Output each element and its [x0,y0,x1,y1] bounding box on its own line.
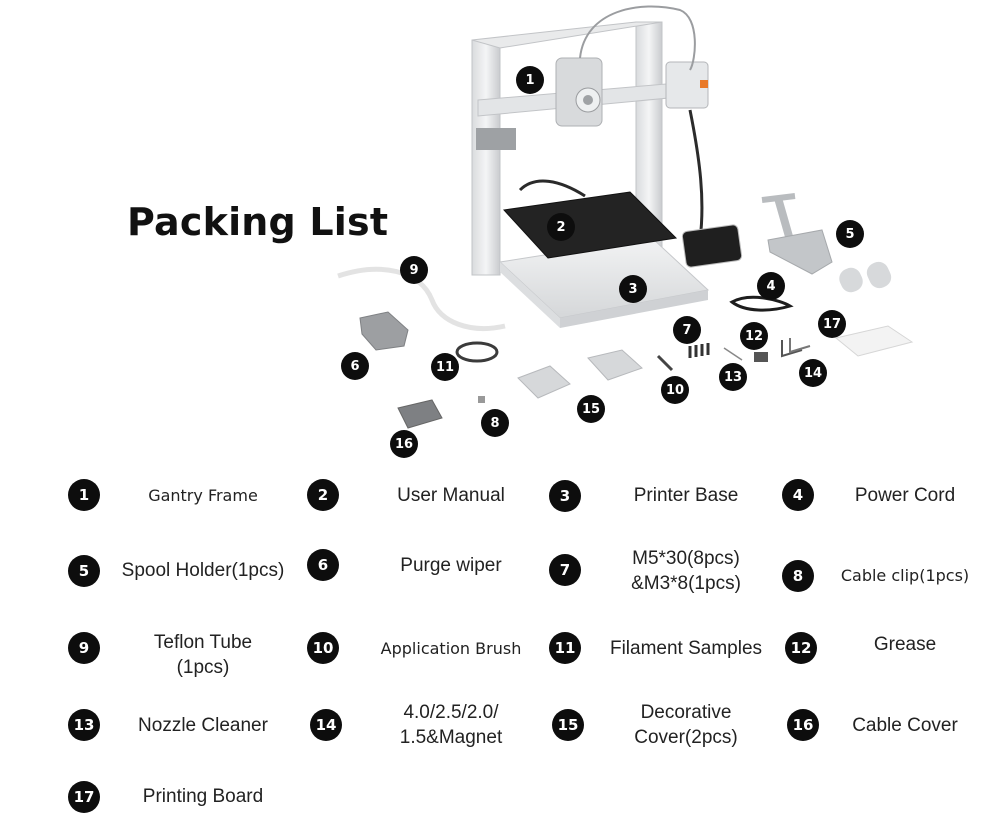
list-item-label-17: Printing Board [142,785,264,807]
list-item-label-4: Power Cord [854,484,956,506]
spool-holder [761,193,892,293]
hex-keys [781,338,811,358]
list-item-label-7: M5*30(8pcs) &M3*8(1pcs) [631,548,741,594]
cable-clip [478,396,485,403]
application-brush [656,354,674,372]
callout-1: 1 [516,66,544,94]
printer-base [498,179,743,328]
list-item-label-10: Application Brush [380,638,522,658]
list-badge-7: 7 [549,554,581,586]
purge-wiper [359,311,409,351]
list-item-label-15: Decorative Cover(2pcs) [634,702,738,748]
decorative-covers [517,349,643,399]
cable-cover [397,399,443,429]
list-badge-16: 16 [787,709,819,741]
grease [754,352,768,362]
list-badge-15: 15 [552,709,584,741]
teflon-tube [337,266,506,331]
page-title: Packing List [127,200,389,244]
filament-samples [455,341,499,363]
list-badge-5: 5 [68,555,100,587]
callout-8: 8 [481,409,509,437]
callout-17: 17 [818,310,846,338]
list-badge-14: 14 [310,709,342,741]
list-item-label-12: Grease [873,633,937,655]
list-badge-10: 10 [307,632,339,664]
callout-14: 14 [799,359,827,387]
callout-4: 4 [757,272,785,300]
callout-6: 6 [341,352,369,380]
list-item-label-13: Nozzle Cleaner [138,714,268,736]
callout-3: 3 [619,275,647,303]
list-badge-6: 6 [307,549,339,581]
list-badge-8: 8 [782,560,814,592]
list-item-label-2: User Manual [397,484,505,506]
screws [688,343,710,358]
list-badge-13: 13 [68,709,100,741]
callout-16: 16 [390,430,418,458]
callout-11: 11 [431,353,459,381]
callout-10: 10 [661,376,689,404]
list-item-label-14: 4.0/2.5/2.0/ 1.5&Magnet [399,702,503,748]
list-badge-11: 11 [549,632,581,664]
list-item-label-3: Printer Base [633,484,739,506]
list-badge-1: 1 [68,479,100,511]
callout-2: 2 [547,213,575,241]
printing-board [834,325,914,357]
callout-15: 15 [577,395,605,423]
callout-9: 9 [400,256,428,284]
power-cord [729,295,794,312]
list-item-label-5: Spool Holder(1pcs) [121,559,285,581]
list-item-label-16: Cable Cover [852,714,958,736]
callout-13: 13 [719,363,747,391]
callout-12: 12 [740,322,768,350]
list-item-label-1: Gantry Frame [148,485,258,505]
gantry-frame [471,5,709,276]
printer-kit-illustration [337,5,914,429]
callout-7: 7 [673,316,701,344]
list-item-label-6: Purge wiper [400,554,502,576]
list-item-label-9: Teflon Tube (1pcs) [153,632,253,678]
list-badge-12: 12 [785,632,817,664]
list-item-label-8: Cable clip(1pcs) [840,565,970,585]
nozzle-cleaner [723,347,743,361]
list-badge-2: 2 [307,479,339,511]
list-item-label-11: Filament Samples [609,637,763,659]
list-badge-4: 4 [782,479,814,511]
list-badge-17: 17 [68,781,100,813]
list-badge-9: 9 [68,632,100,664]
list-badge-3: 3 [549,480,581,512]
callout-5: 5 [836,220,864,248]
